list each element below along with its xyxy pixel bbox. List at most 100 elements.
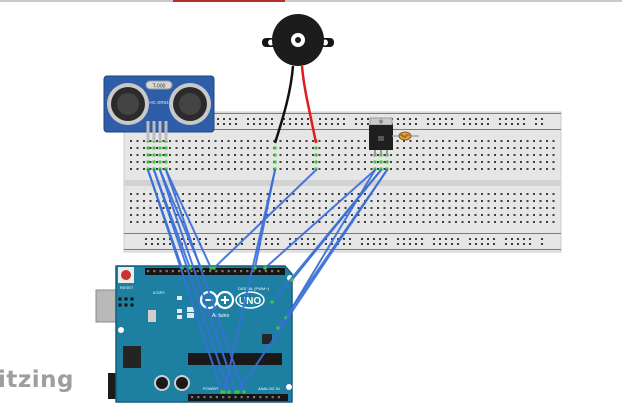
breadboard-hole [312, 154, 314, 156]
breadboard-hole [149, 140, 152, 142]
breadboard-hole [520, 168, 522, 170]
breadboard-hole [513, 161, 516, 163]
breadboard-hole [546, 221, 548, 223]
breadboard-hole [195, 221, 197, 223]
breadboard-hole [507, 200, 509, 202]
breadboard-hole [461, 207, 464, 209]
breadboard-holes [130, 118, 555, 245]
breadboard-hole [253, 140, 256, 142]
breadboard-hole [552, 200, 555, 202]
breadboard-hole [305, 154, 308, 156]
breadboard-hole [175, 140, 178, 142]
breadboard-hole [331, 200, 334, 202]
breadboard-hole [273, 200, 275, 202]
breadboard-hole [319, 118, 321, 120]
breadboard-hole [507, 154, 509, 156]
breadboard-hole [481, 238, 483, 240]
jumper-wire [237, 169, 388, 393]
breadboard-hole [265, 243, 267, 245]
breadboard-hole [383, 161, 386, 163]
breadboard-hole [390, 200, 392, 202]
breadboard-hole [442, 193, 444, 195]
digital-header-pin [252, 270, 255, 273]
breadboard-hole [343, 118, 345, 120]
digital-header-pin [221, 270, 224, 273]
photoresistor-track [400, 134, 409, 138]
breadboard-hole [475, 123, 477, 125]
breadboard-hole [469, 118, 471, 120]
power-analog-header-pin [222, 396, 225, 399]
breadboard-hole [448, 147, 451, 149]
breadboard-hole [468, 154, 470, 156]
lit-hole [152, 146, 156, 150]
breadboard-hole [299, 200, 301, 202]
breadboard-hole [253, 238, 255, 240]
breadboard-hole [130, 214, 132, 216]
breadboard-hole [130, 200, 132, 202]
breadboard-hole [370, 161, 373, 163]
breadboard-hole [136, 161, 139, 163]
buzzer-lead-negative [273, 65, 295, 144]
digital-header-pin [165, 270, 168, 273]
breadboard-hole [357, 193, 360, 195]
breadboard-hole [260, 147, 262, 149]
breadboard-hole [344, 193, 347, 195]
breadboard-hole [312, 140, 314, 142]
breadboard-hole [199, 238, 201, 240]
breadboard-hole [520, 193, 522, 195]
breadboard-hole [318, 147, 321, 149]
breadboard-hole [409, 243, 411, 245]
breadboard-hole [169, 161, 171, 163]
breadboard-hole [552, 154, 555, 156]
breadboard-hole [295, 243, 297, 245]
jumper-wire [291, 169, 382, 281]
digital-header-pin [202, 270, 205, 273]
breadboard-hole [364, 207, 366, 209]
breadboard-hole [201, 154, 204, 156]
breadboard-hole [455, 207, 457, 209]
breadboard-hole [357, 221, 360, 223]
breadboard-hole [396, 147, 399, 149]
breadboard-hole [416, 207, 418, 209]
breadboard-hole [266, 140, 269, 142]
breadboard-hole [351, 161, 353, 163]
led-indicator [177, 296, 182, 300]
breadboard-hole [494, 214, 496, 216]
breadboard-hole [513, 140, 516, 142]
breadboard-hole [307, 123, 309, 125]
power-analog-header-pin [253, 396, 256, 399]
breadboard-hole [260, 168, 262, 170]
icsp-pin [130, 303, 134, 307]
breadboard-hole [507, 161, 509, 163]
breadboard-hole [546, 154, 548, 156]
breadboard-hole [169, 221, 171, 223]
reset-button [121, 270, 131, 280]
breadboard-hole [305, 168, 308, 170]
led-indicator [177, 315, 182, 319]
power-analog-header-pin [203, 396, 206, 399]
breadboard-hole [145, 243, 147, 245]
breadboard-hole [279, 147, 282, 149]
breadboard-hole [487, 200, 490, 202]
breadboard-hole [182, 193, 184, 195]
breadboard-hole [435, 147, 438, 149]
breadboard-hole [429, 161, 431, 163]
breadboard-hole [260, 154, 262, 156]
jumper-wire [213, 169, 317, 269]
breadboard-hole [422, 147, 425, 149]
breadboard-hole [383, 154, 386, 156]
breadboard-hole [435, 140, 438, 142]
wire-end-pin [253, 266, 257, 270]
breadboard-hole [145, 238, 147, 240]
breadboard-hole [208, 200, 210, 202]
breadboard-hole [461, 221, 464, 223]
breadboard-hole [305, 221, 308, 223]
breadboard-hole [188, 214, 191, 216]
breadboard-hole [301, 243, 303, 245]
breadboard-hole [439, 238, 441, 240]
breadboard-hole [539, 221, 542, 223]
breadboard-hole [487, 154, 490, 156]
breadboard-hole [377, 161, 379, 163]
breadboard-hole [403, 221, 405, 223]
